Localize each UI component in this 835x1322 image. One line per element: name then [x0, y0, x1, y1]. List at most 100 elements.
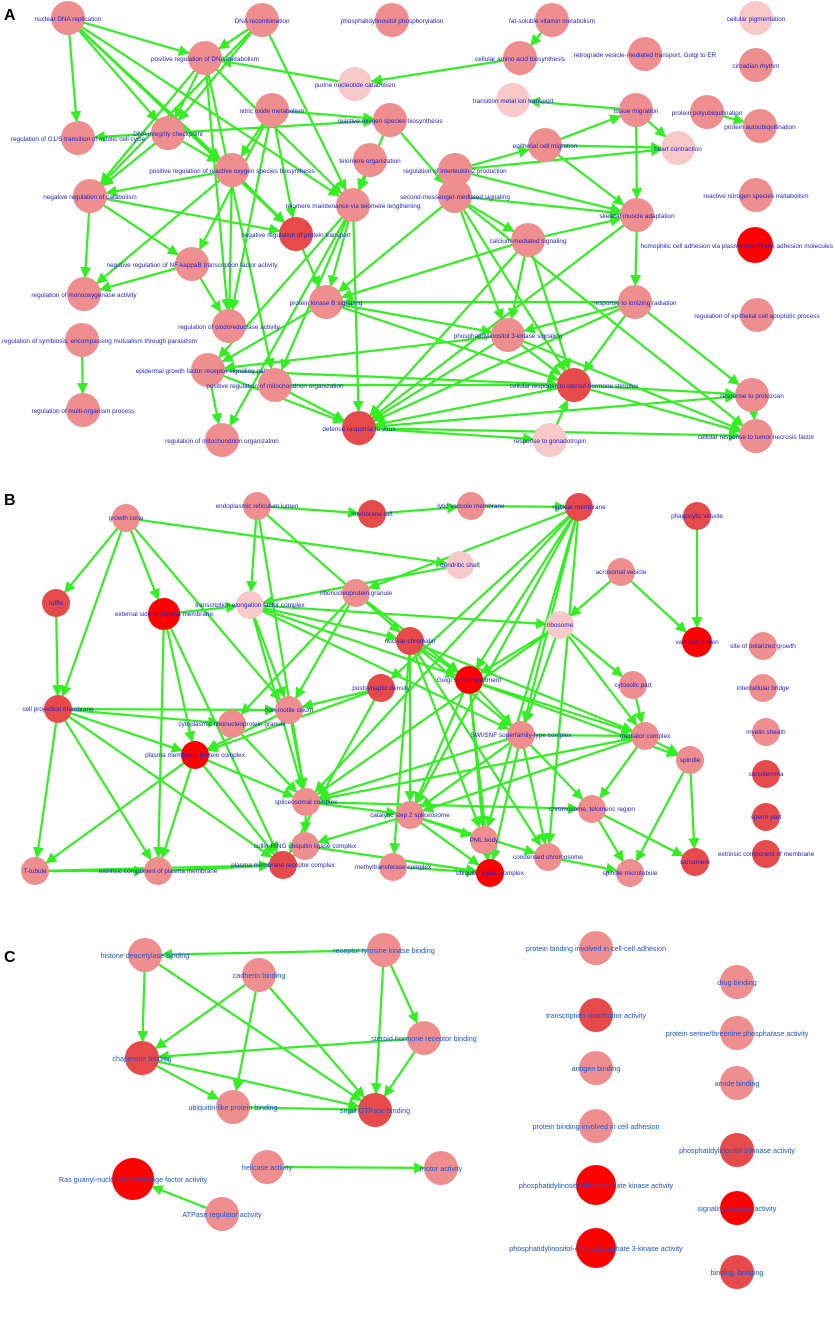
node-circle-a36[interactable] [212, 309, 246, 343]
node-circle-c16[interactable] [576, 1165, 616, 1205]
node-a2[interactable]: DNA recombination [234, 3, 290, 37]
node-c15[interactable]: protein binding involved in cell adhesio… [532, 1109, 660, 1143]
node-circle-b16[interactable] [749, 632, 777, 660]
node-circle-c8[interactable] [112, 1158, 154, 1200]
node-a19[interactable]: epithelial cell migration [513, 128, 578, 162]
node-b42[interactable]: ubiquitin ligase complex [456, 859, 525, 887]
node-c5[interactable]: chaperone binding [112, 1041, 172, 1075]
node-a33[interactable]: regulation of monooxygenase activity [31, 277, 137, 311]
node-a44[interactable]: regulation of multi-organism process [31, 393, 135, 427]
node-a35[interactable]: response to ionizing radiation [593, 285, 677, 319]
node-b24[interactable]: SWI/SNF superfamily-type complex [471, 721, 573, 749]
node-circle-b20[interactable] [749, 674, 777, 702]
node-b19[interactable]: cytosolic part [614, 671, 652, 699]
node-c17[interactable]: phosphatidylinositol-4,5-bisphosphate 3-… [509, 1228, 683, 1268]
node-a34[interactable]: protein kinase B signaling [290, 285, 363, 319]
node-circle-b11[interactable] [236, 591, 264, 619]
node-circle-b29[interactable] [752, 760, 780, 788]
node-b11[interactable]: transcription elongation factor complex [195, 591, 306, 619]
node-circle-a1[interactable] [51, 1, 85, 35]
node-circle-c15[interactable] [579, 1109, 613, 1143]
node-a4[interactable]: fat-soluble vitamin metabolism [509, 3, 595, 37]
node-circle-a19[interactable] [528, 128, 562, 162]
node-c20[interactable]: amide binding [715, 1066, 760, 1100]
node-circle-b17[interactable] [455, 666, 483, 694]
node-circle-a48[interactable] [739, 419, 773, 453]
node-a14[interactable]: tissue migration [614, 93, 659, 127]
node-circle-a17[interactable] [151, 116, 185, 150]
node-circle-b39[interactable] [144, 857, 172, 885]
node-b20[interactable]: intercellular bridge [737, 674, 790, 702]
node-circle-b14[interactable] [682, 627, 712, 657]
node-c4[interactable]: steroid hormone receptor binding [371, 1021, 477, 1055]
node-c7[interactable]: small GTPase binding [340, 1093, 410, 1127]
node-b43[interactable]: spindle microtubule [602, 859, 658, 887]
node-a20[interactable]: heart contraction [654, 131, 702, 165]
node-circle-b38[interactable] [21, 857, 49, 885]
node-circle-b18[interactable] [367, 674, 395, 702]
node-a12[interactable]: nitric oxide metabolism [240, 93, 305, 127]
node-circle-a26[interactable] [336, 188, 370, 222]
node-circle-a13[interactable] [373, 103, 407, 137]
node-circle-b32[interactable] [578, 795, 606, 823]
node-circle-b4[interactable] [457, 492, 485, 520]
node-circle-a27[interactable] [620, 198, 654, 232]
node-a27[interactable]: skeletal muscle adaptation [599, 198, 675, 232]
node-c8[interactable]: Ras guanyl-nucleotide exchange factor ac… [59, 1158, 208, 1200]
node-b18[interactable]: postsynaptic density [352, 674, 411, 702]
node-b23[interactable]: cytoplasmic ribonucleoprotein granule [178, 710, 286, 738]
node-circle-b41[interactable] [379, 853, 407, 881]
node-circle-b35[interactable] [470, 826, 498, 854]
node-b31[interactable]: catalytic step 2 spliceosome [370, 801, 450, 829]
node-b21[interactable]: cell projection membrane [22, 695, 94, 723]
node-c3[interactable]: cadherin binding [233, 958, 286, 992]
node-b25[interactable]: mediator complex [620, 722, 671, 750]
node-circle-a18[interactable] [743, 109, 777, 143]
node-a26[interactable]: telomere maintenance via telomere length… [286, 188, 421, 222]
node-b1[interactable]: growth cone [109, 504, 144, 532]
node-circle-a7[interactable] [503, 41, 537, 75]
node-circle-b15[interactable] [396, 627, 424, 655]
node-a22[interactable]: positive regulation of reactive oxygen s… [149, 153, 315, 187]
node-circle-b9[interactable] [42, 589, 70, 617]
node-circle-b30[interactable] [292, 788, 320, 816]
node-circle-a25[interactable] [438, 179, 472, 213]
node-circle-a10[interactable] [338, 67, 372, 101]
node-a43[interactable]: response to protozoan [720, 378, 784, 412]
node-c21[interactable]: phosphatidylinositol 3-kinase activity [679, 1133, 795, 1167]
node-c2[interactable]: histone deacetylase binding [101, 938, 190, 972]
node-circle-a39[interactable] [491, 318, 525, 352]
node-circle-a12[interactable] [255, 93, 289, 127]
node-b32[interactable]: chromosome, telomeric region [549, 795, 635, 823]
node-circle-b43[interactable] [616, 859, 644, 887]
node-circle-b33[interactable] [752, 803, 780, 831]
node-b5[interactable]: nuclear membrane [552, 493, 606, 521]
node-circle-b13[interactable] [546, 611, 574, 639]
node-a45[interactable]: regulation of mitochondrion organization [165, 423, 279, 457]
node-a8[interactable]: retrograde vesicle-mediated transport, G… [574, 37, 717, 71]
node-circle-a41[interactable] [258, 368, 292, 402]
node-circle-a32[interactable] [175, 247, 209, 281]
node-circle-b10[interactable] [148, 598, 180, 630]
node-a11[interactable]: transition metal ion transport [473, 83, 554, 117]
node-circle-a3[interactable] [375, 3, 409, 37]
node-a15[interactable]: protein polyubiquitination [672, 95, 743, 129]
node-a41[interactable]: positive regulation of mitochondrion org… [206, 368, 344, 402]
node-circle-c20[interactable] [720, 1066, 754, 1100]
node-circle-c14[interactable] [579, 1051, 613, 1085]
node-a17[interactable]: DNA integrity checkpoint [133, 116, 203, 150]
node-circle-b7[interactable] [446, 551, 474, 579]
node-b4[interactable]: lytic vacuole membrane [437, 492, 505, 520]
node-circle-a20[interactable] [661, 131, 695, 165]
node-a29[interactable]: negative regulation of protein transport [241, 217, 351, 251]
node-circle-c13[interactable] [579, 998, 613, 1032]
node-circle-c18[interactable] [720, 965, 754, 999]
node-b3[interactable]: membrane raft [351, 500, 393, 528]
node-a9[interactable]: circadian rhythm [733, 48, 780, 82]
node-circle-a35[interactable] [618, 285, 652, 319]
node-circle-b24[interactable] [507, 721, 535, 749]
node-circle-a6[interactable] [188, 41, 222, 75]
node-a39[interactable]: phosphatidylinositol 3-kinase signaling [454, 318, 563, 352]
node-circle-b23[interactable] [218, 710, 246, 738]
node-circle-c9[interactable] [250, 1150, 284, 1184]
